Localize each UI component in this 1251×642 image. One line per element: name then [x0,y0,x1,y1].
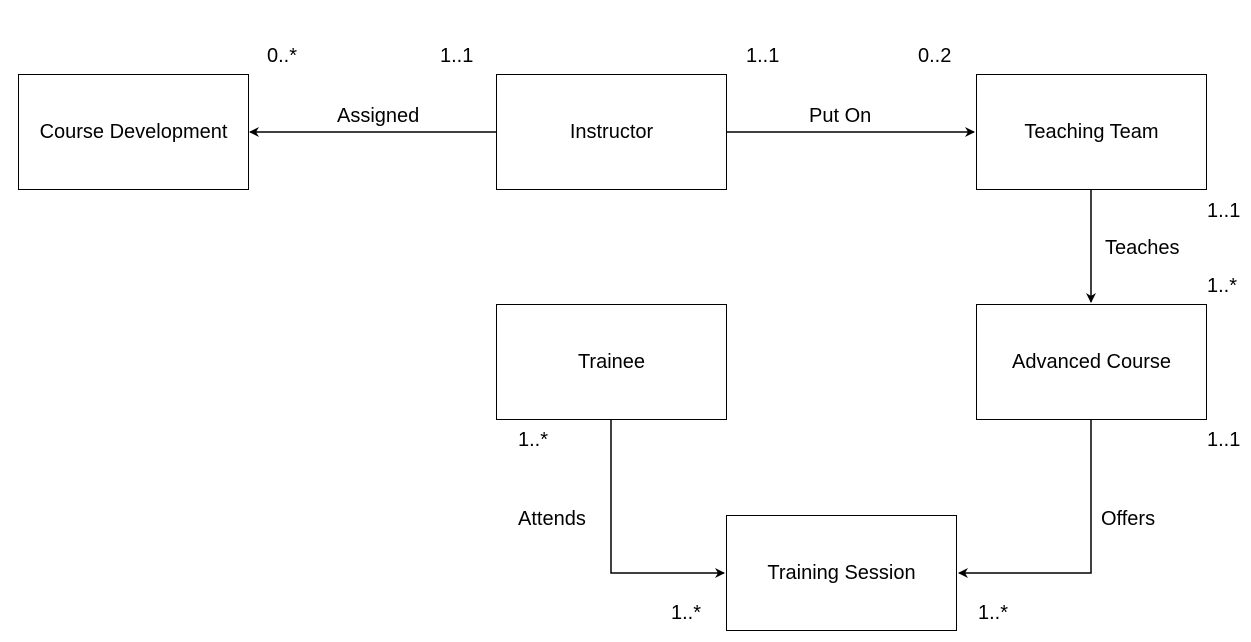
multiplicity-assigned-source: 1..1 [440,45,474,67]
multiplicity-teaches-source: 1..1 [1207,200,1241,222]
attends-label: Attends [518,508,586,530]
teaches-label: Teaches [1105,237,1180,259]
multiplicity-attends-target: 1..* [671,602,702,624]
assigned-label: Assigned [337,105,420,127]
multiplicity-assigned-target: 0..* [267,45,298,67]
multiplicity-put-on-target: 0..2 [918,45,952,67]
multiplicity-offers-target: 1..* [978,602,1009,624]
offers-connector [958,420,1092,578]
multiplicity-teaches-target: 1..* [1207,275,1238,297]
multiplicity-offers-source: 1..1 [1207,429,1241,451]
entity-advanced-course[interactable]: Advanced Course [976,304,1207,420]
entity-instructor[interactable]: Instructor [496,74,727,190]
offers-label: Offers [1101,508,1156,530]
entity-course-development[interactable]: Course Development [18,74,249,190]
attends-connector [610,420,725,578]
entity-training-session[interactable]: Training Session [726,515,957,631]
entity-teaching-team[interactable]: Teaching Team [976,74,1207,190]
multiplicity-attends-source: 1..* [518,429,549,451]
multiplicity-put-on-source: 1..1 [746,45,780,67]
entity-trainee[interactable]: Trainee [496,304,727,420]
put-on-label: Put On [809,105,872,127]
